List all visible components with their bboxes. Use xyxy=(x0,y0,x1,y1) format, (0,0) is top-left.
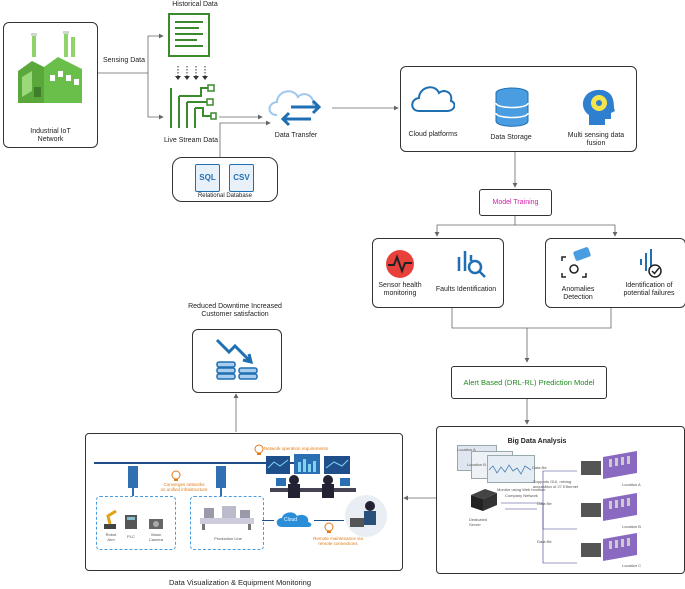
data-file-2-label: Data file xyxy=(537,501,552,506)
lightbulb-icon-3 xyxy=(324,522,334,533)
vision-label-1: Vision xyxy=(150,532,162,537)
iot-label-1: Industrial IoT xyxy=(30,128,71,135)
down-arrows-icon xyxy=(175,66,208,80)
location-a-label: Location A xyxy=(622,482,641,487)
historical-data-label: Historical Data xyxy=(172,1,218,8)
company-network-label: Company Network xyxy=(505,493,538,498)
faults-identification-label: Faults Identification xyxy=(435,286,497,293)
anomaly-scan-icon xyxy=(561,247,591,278)
document-icon xyxy=(168,13,210,57)
model-training-box: Model Training xyxy=(479,189,552,216)
production-line-label: Production Line xyxy=(214,536,242,541)
remote-label-2: remote connections xyxy=(318,541,358,546)
potential-failures-label-2: potential failures xyxy=(623,290,675,297)
plc-icon xyxy=(125,515,137,529)
iot-label-2: Network xyxy=(37,136,64,143)
data-file-3-label: Data file xyxy=(537,539,552,544)
server-icon xyxy=(471,489,497,511)
production-machine-icon xyxy=(200,506,254,530)
sensor-health-label-2: monitoring xyxy=(383,290,417,297)
cloud-icon-vis xyxy=(276,512,312,527)
brain-head-icon xyxy=(582,89,615,125)
fusion-label-2: fusion xyxy=(586,140,606,147)
csv-label: CSV xyxy=(233,173,250,182)
data-storage-label: Data Storage xyxy=(490,134,532,141)
sql-file-icon: SQL xyxy=(195,164,220,192)
model-training-label: Model Training xyxy=(492,199,539,206)
device-area xyxy=(96,496,176,550)
browser-windows xyxy=(457,445,537,483)
live-stream-label: Live Stream Data xyxy=(163,137,219,144)
control-room-screens-icon xyxy=(266,454,350,474)
network-bus xyxy=(94,462,294,464)
network-switch-1 xyxy=(128,466,138,488)
location-b-small: Location B xyxy=(467,462,486,467)
visualization-box: Converges networks on unified infrastruc… xyxy=(85,433,403,571)
robot-label-2: Arm xyxy=(107,537,115,542)
device-icon-b xyxy=(581,493,637,521)
relational-database-box: SQL CSV Relational Database xyxy=(172,157,278,202)
downtrend-coins-icon xyxy=(215,338,258,380)
cloud-icon xyxy=(411,86,455,112)
fusion-label-1: Multi sensing data xyxy=(567,132,625,139)
alert-model-label: Alert Based (DRL-RL) Prediction Model xyxy=(463,378,595,387)
vision-label-2: Camera xyxy=(148,537,164,542)
factory-icon xyxy=(18,31,82,103)
iot-network-box: Industrial IoT Network xyxy=(3,22,98,148)
reduced-label-2: Customer satisfaction xyxy=(201,311,269,318)
remote-worker-icon xyxy=(345,495,387,537)
device-icon-a xyxy=(581,451,637,479)
cloud-transfer-icon xyxy=(268,90,322,127)
circuit-stream-icon xyxy=(170,84,217,128)
robot-arm-icon xyxy=(104,509,117,529)
waveform-check-icon xyxy=(640,249,662,278)
footer-label: Data Visualization & Equipment Monitorin… xyxy=(168,578,312,587)
location-b-label: Location B xyxy=(622,524,641,529)
anomalies-detection-label: Anomalies Detection xyxy=(561,286,595,301)
network-switch-2 xyxy=(216,466,226,488)
dedicated-server-label: Dedicated Server xyxy=(469,517,488,527)
sensor-health-label-1: Sensor health xyxy=(378,282,422,289)
monitor-label: Monitor using Web browser xyxy=(497,487,546,492)
alert-model-box: Alert Based (DRL-RL) Prediction Model xyxy=(451,366,607,399)
faults-search-icon xyxy=(457,251,486,278)
heartbeat-icon xyxy=(386,250,414,278)
big-data-title: Big Data Analysis xyxy=(507,438,567,445)
sensing-data-label: Sensing Data xyxy=(102,57,146,64)
remote-label-1: Remote maintenance via xyxy=(313,536,363,541)
converges-label-2: on unified infrastructure xyxy=(160,487,208,492)
csv-file-icon: CSV xyxy=(229,164,254,192)
lightbulb-icon-1 xyxy=(171,470,181,481)
lightbulb-icon-2 xyxy=(254,444,264,455)
cloud-storage-box: Cloud platforms Data Storage Multi sensi… xyxy=(400,66,637,152)
operators-desk-icon xyxy=(270,475,356,498)
support-note-label: Supports GUI, mining acquisition of 27 E… xyxy=(533,479,579,489)
data-file-1-label: Data file xyxy=(532,465,547,470)
converges-label-1: Converges networks xyxy=(163,482,205,487)
cloud-platforms-label: Cloud platforms xyxy=(408,131,458,138)
cloud-label: Cloud xyxy=(284,517,298,523)
network-requirements-label: Network operation requirements xyxy=(264,446,329,451)
big-data-box: Big Data Analysis Location A Location B … xyxy=(436,426,685,574)
production-line-area xyxy=(190,496,264,550)
potential-failures-label-1: Identification of xyxy=(625,282,673,289)
data-transfer-label: Data Transfer xyxy=(274,132,318,139)
network-links xyxy=(501,470,577,564)
location-a-small: Location A xyxy=(457,447,476,452)
reduced-downtime-box xyxy=(192,329,282,393)
sql-label: SQL xyxy=(199,173,216,182)
robot-label-1: Robot xyxy=(105,532,117,537)
health-faults-box: Sensor health monitoring Faults Identifi… xyxy=(372,238,504,308)
relational-database-label: Relational Database xyxy=(197,193,253,199)
vision-camera-icon xyxy=(149,519,163,529)
plc-label: PLC xyxy=(127,534,135,539)
anomalies-failures-box: Anomalies Detection Identification of po… xyxy=(545,238,685,308)
device-icon-c xyxy=(581,533,637,561)
reduced-label-1: Reduced Downtime Increased xyxy=(188,303,282,310)
database-icon xyxy=(495,87,529,127)
location-c-label: Location C xyxy=(622,563,642,568)
